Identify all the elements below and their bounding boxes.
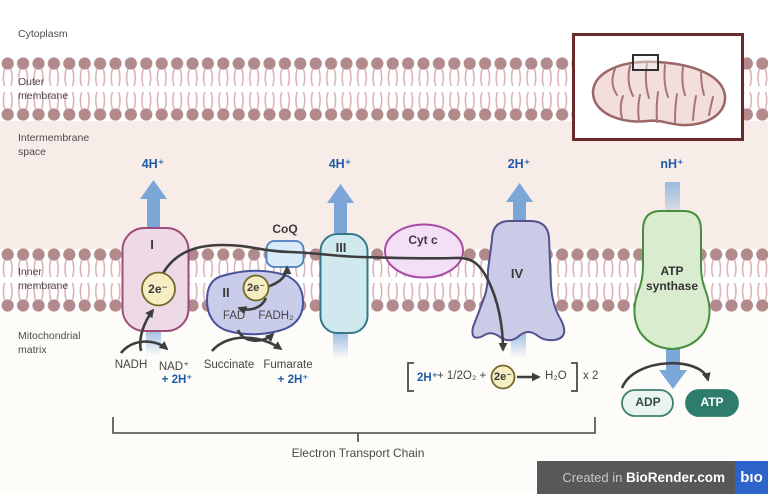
proton-label-atp-synthase: nH⁺ — [660, 157, 684, 171]
fadh2-label: FADH₂ — [258, 310, 294, 322]
intermembrane-space-label: Intermembrane space — [18, 132, 90, 158]
nad-label: NAD⁺ — [158, 361, 190, 373]
equation-protons: 2H⁺ — [417, 372, 438, 384]
nad-protons-label: + 2H⁺ — [161, 374, 193, 386]
electron-token-equation — [490, 364, 516, 390]
mitochondrial-matrix-label: Mitochondrial matrix — [18, 330, 81, 356]
proton-up-arrow-complex4-icon — [506, 183, 533, 222]
complex-3-shape — [319, 233, 369, 334]
electron-label-complex2: 2e⁻ — [246, 282, 266, 294]
mitochondrion-inset — [572, 33, 744, 141]
proton-down-arrow-atp-synthase-icon — [659, 349, 687, 389]
proton-label-complex4: 2H⁺ — [507, 157, 531, 171]
coq-label: CoQ — [272, 222, 298, 236]
fadh2-to-fad-arrow — [237, 297, 268, 315]
complex-2-label: II — [222, 285, 230, 300]
fumarate-protons-label: + 2H⁺ — [277, 374, 309, 386]
complex-4-shape — [471, 220, 566, 342]
complex-1-label: I — [150, 237, 154, 252]
outer-membrane-label: Outer membrane — [18, 76, 69, 102]
succinate-label: Succinate — [203, 359, 255, 371]
etc-bracket-label: Electron Transport Chain — [291, 446, 425, 460]
biorender-logo-icon[interactable]: bıo — [735, 461, 768, 494]
equation-right-bracket — [571, 362, 578, 392]
equation-product: H₂O — [545, 370, 567, 382]
etc-bracket — [112, 417, 596, 434]
electron-label-complex1: 2e⁻ — [148, 282, 168, 296]
cytoplasm-label: Cytoplasm — [18, 28, 68, 40]
nadh-to-complex1-arrow — [138, 308, 155, 352]
atp-pill — [685, 389, 739, 417]
mitochondrion-illustration — [591, 54, 727, 127]
cristae — [611, 63, 714, 123]
proton-up-arrow-complex1-icon — [140, 180, 167, 229]
electron-token-complex2 — [242, 274, 270, 302]
watermark-brand[interactable]: BioRender.com — [625, 470, 725, 485]
electron-path-main-arrow — [159, 243, 508, 352]
cyt-c-label: Cyt c — [408, 233, 438, 247]
electron-to-coq-arrow — [266, 265, 292, 289]
fad-label: FAD — [222, 310, 246, 322]
fumarate-label: Fumarate — [263, 359, 313, 371]
proton-channel-complex3 — [333, 332, 348, 359]
watermark-bar: Created in BioRender.com — [537, 461, 735, 494]
inset-zoom-marker — [632, 54, 659, 71]
equation-multiplier: x 2 — [583, 370, 599, 382]
adp-label: ADP — [635, 395, 661, 409]
complex-4-label: IV — [510, 266, 524, 281]
mitochondrion-body — [591, 60, 727, 127]
equation-oxygen: + 1/2O₂ + — [437, 370, 487, 382]
adp-to-atp-arrow — [620, 362, 711, 389]
fad-to-fadh2-arrow — [236, 329, 275, 343]
inner-membrane-label: Inner membrane — [18, 266, 69, 292]
complex-3-label: III — [335, 240, 347, 255]
nadh-label: NADH — [114, 359, 148, 371]
nadh-to-nad-arrow — [119, 340, 169, 354]
electron-token-complex1 — [141, 271, 176, 307]
intermembrane-space-band — [0, 121, 768, 249]
electron-label-equation: 2e⁻ — [493, 371, 513, 383]
proton-label-complex3: 4H⁺ — [328, 157, 352, 171]
atp-synthase-shape — [633, 210, 711, 351]
proton-up-arrow-complex3-icon — [327, 184, 354, 233]
atp-synthase-label: ATP synthase — [645, 264, 699, 293]
watermark-created-in: Created in — [562, 470, 626, 485]
cyt-c-shape — [384, 223, 464, 279]
proton-label-complex1: 4H⁺ — [141, 157, 165, 171]
coq-shape — [265, 240, 305, 268]
equation-left-bracket — [407, 362, 414, 392]
atp-label: ATP — [700, 395, 724, 409]
adp-pill — [621, 389, 674, 417]
